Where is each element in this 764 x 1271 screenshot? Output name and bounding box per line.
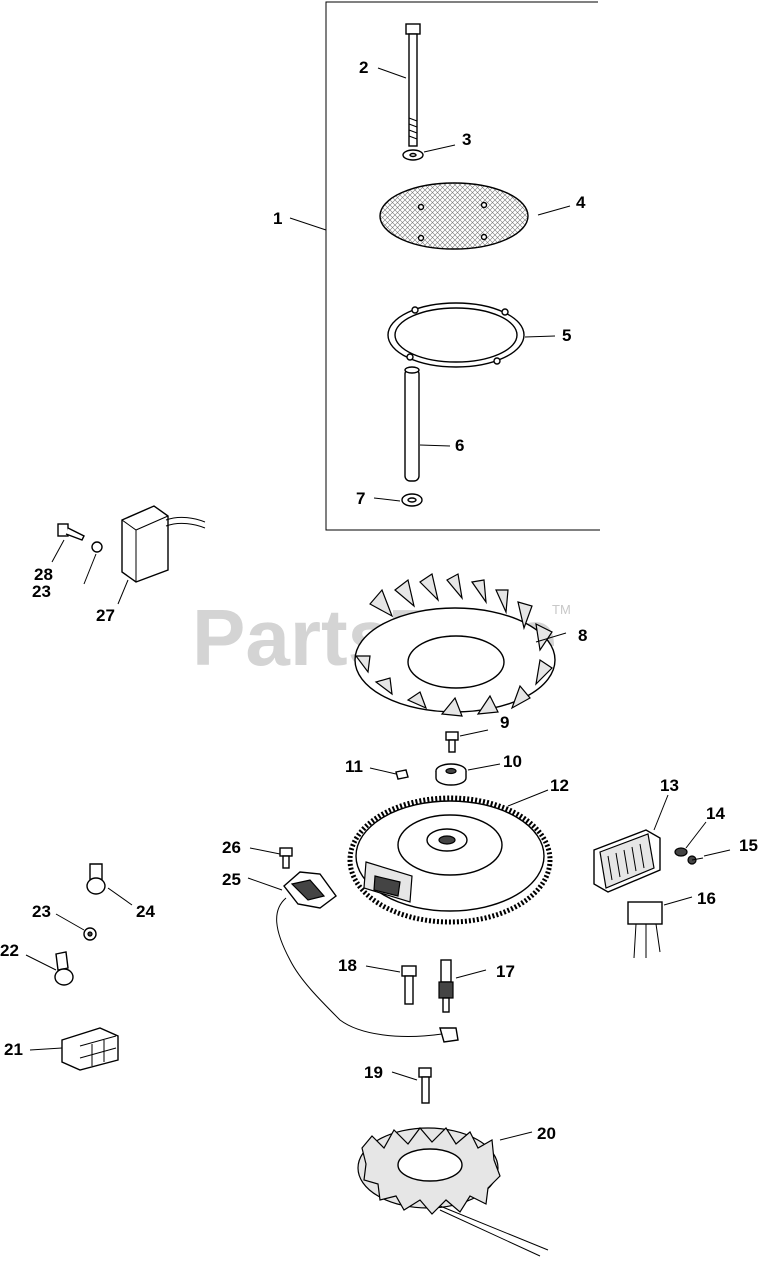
part-15-screw[interactable] bbox=[687, 855, 704, 865]
part-21-connector-block[interactable] bbox=[61, 1027, 119, 1071]
callout-15[interactable]: 15 bbox=[739, 836, 758, 855]
callout-20[interactable]: 20 bbox=[537, 1124, 556, 1143]
leader-6 bbox=[419, 444, 451, 447]
leader-2 bbox=[377, 67, 407, 79]
part-23-washer-lower[interactable] bbox=[83, 927, 97, 941]
callout-26[interactable]: 26 bbox=[222, 838, 241, 857]
leader-16 bbox=[663, 896, 693, 906]
callout-12[interactable]: 12 bbox=[550, 776, 569, 795]
callout-23-lower[interactable]: 23 bbox=[32, 902, 51, 921]
leader-23-lower bbox=[55, 913, 85, 931]
part-12-flywheel[interactable] bbox=[347, 795, 553, 925]
callout-5[interactable]: 5 bbox=[562, 326, 571, 345]
part-6-tube[interactable] bbox=[404, 366, 420, 482]
part-18-bolt[interactable] bbox=[401, 965, 417, 1005]
callout-18[interactable]: 18 bbox=[338, 956, 357, 975]
leader-22 bbox=[25, 954, 57, 971]
leader-20 bbox=[499, 1131, 533, 1141]
leader-12 bbox=[507, 789, 549, 807]
callout-27[interactable]: 27 bbox=[96, 606, 115, 625]
part-2-bolt[interactable] bbox=[405, 23, 421, 147]
callout-labels: 1 2 3 4 5 6 7 8 9 10 11 12 13 14 15 16 1… bbox=[0, 58, 758, 1143]
part-9-bolt[interactable] bbox=[445, 731, 459, 753]
leader-9 bbox=[459, 729, 489, 737]
callout-23-upper[interactable]: 23 bbox=[32, 582, 51, 601]
leader-15 bbox=[703, 849, 731, 857]
part-25-ignition-module[interactable] bbox=[276, 871, 459, 1043]
callout-7[interactable]: 7 bbox=[356, 489, 365, 508]
callout-11[interactable]: 11 bbox=[345, 757, 363, 776]
part-4-screen[interactable] bbox=[379, 182, 529, 250]
callout-19[interactable]: 19 bbox=[364, 1063, 383, 1082]
leader-10 bbox=[467, 763, 501, 771]
callout-22[interactable]: 22 bbox=[0, 941, 19, 960]
leader-8 bbox=[535, 632, 567, 643]
leader-18 bbox=[365, 965, 401, 973]
leader-4 bbox=[537, 205, 571, 216]
callout-6[interactable]: 6 bbox=[455, 436, 464, 455]
callout-14[interactable]: 14 bbox=[706, 804, 725, 823]
leader-17 bbox=[455, 969, 487, 979]
part-26-bolt[interactable] bbox=[279, 847, 293, 869]
callout-28[interactable]: 28 bbox=[34, 565, 53, 584]
leader-11 bbox=[369, 767, 397, 775]
part-11-key[interactable] bbox=[395, 769, 409, 780]
callout-16[interactable]: 16 bbox=[697, 889, 716, 908]
part-19-bolt[interactable] bbox=[418, 1067, 432, 1104]
callout-13[interactable]: 13 bbox=[660, 776, 679, 795]
part-16-connector[interactable] bbox=[627, 901, 663, 959]
callout-21[interactable]: 21 bbox=[4, 1040, 23, 1059]
part-27-module[interactable] bbox=[121, 505, 206, 583]
callout-24[interactable]: 24 bbox=[136, 902, 155, 921]
callout-4[interactable]: 4 bbox=[576, 193, 586, 212]
leader-24 bbox=[107, 887, 133, 906]
part-14-washer[interactable] bbox=[674, 847, 688, 857]
leader-3 bbox=[423, 144, 456, 153]
leader-27 bbox=[117, 579, 129, 605]
leader-21 bbox=[29, 1047, 63, 1051]
part-24-clamp[interactable] bbox=[86, 863, 106, 895]
part-23-washer-upper[interactable] bbox=[91, 541, 103, 553]
part-22-clamp[interactable] bbox=[54, 951, 74, 986]
part-7-washer[interactable] bbox=[401, 493, 423, 507]
callout-17[interactable]: 17 bbox=[496, 962, 515, 981]
callout-2[interactable]: 2 bbox=[359, 58, 368, 77]
leader-28 bbox=[51, 539, 65, 563]
callout-1[interactable]: 1 bbox=[273, 209, 282, 228]
callout-3[interactable]: 3 bbox=[462, 130, 471, 149]
leader-23-upper bbox=[83, 553, 97, 585]
leader-19 bbox=[391, 1071, 418, 1081]
leader-1 bbox=[289, 217, 327, 231]
part-8-fan[interactable] bbox=[354, 573, 556, 717]
leader-13 bbox=[653, 794, 669, 831]
watermark-trademark: TM bbox=[552, 602, 571, 617]
leader-26 bbox=[249, 847, 281, 855]
leader-14 bbox=[685, 821, 707, 849]
part-5-ring[interactable] bbox=[387, 302, 525, 368]
part-3-washer[interactable] bbox=[402, 149, 424, 161]
callout-25[interactable]: 25 bbox=[222, 870, 241, 889]
callout-9[interactable]: 9 bbox=[500, 713, 509, 732]
part-28-screw[interactable] bbox=[57, 523, 85, 541]
callout-8[interactable]: 8 bbox=[578, 626, 587, 645]
leader-7 bbox=[373, 497, 401, 502]
part-10-spacer[interactable] bbox=[435, 763, 467, 786]
part-17-spark-plug[interactable] bbox=[438, 959, 454, 1013]
leader-25 bbox=[247, 877, 283, 891]
callout-10[interactable]: 10 bbox=[503, 752, 522, 771]
kit-bracket bbox=[325, 1, 600, 531]
leader-5 bbox=[524, 335, 556, 338]
part-20-stator[interactable] bbox=[357, 1127, 549, 1257]
part-13-regulator[interactable] bbox=[593, 829, 661, 893]
